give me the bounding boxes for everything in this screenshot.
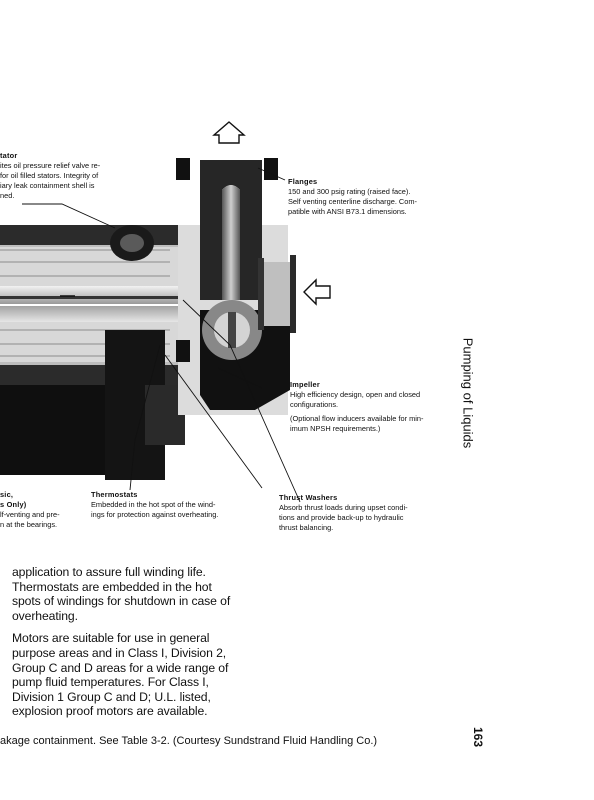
impeller-note: (Optional flow inducers available for mi…: [290, 414, 460, 434]
flanges-line: Self venting centerline discharge. Com-: [288, 197, 417, 206]
stator-title: tator: [0, 151, 18, 160]
impeller-note-line: (Optional flow inducers available for mi…: [290, 414, 424, 423]
discharge-arrow-icon: [212, 121, 246, 144]
bearings-line: n at the bearings.: [0, 520, 58, 529]
body-paragraph: application to assure full winding life.…: [12, 565, 231, 623]
flanges-line: 150 and 300 psig rating (raised face).: [288, 187, 411, 196]
callout-thermostats: Thermostats Embedded in the hot spot of …: [91, 490, 261, 520]
thermostats-title: Thermostats: [91, 490, 138, 499]
impeller-note-line: imum NPSH requirements.): [290, 424, 381, 433]
body-paragraph: Motors are suitable for use in general p…: [12, 631, 229, 719]
suction-nozzle: [258, 255, 296, 333]
thrust-washers-title: Thrust Washers: [279, 493, 338, 502]
winding-end-top: [110, 225, 154, 261]
thermostats-line: ings for protection against overheating.: [91, 510, 219, 519]
bearings-title: sic,: [0, 490, 14, 499]
running-head: Pumping of Liquids: [460, 337, 476, 449]
motor-base: [0, 330, 185, 480]
callout-stator: tator ites oil pressure relief valve re-…: [0, 151, 132, 201]
stator-line: for oil filled stators. Integrity of: [0, 171, 99, 180]
stator-line: iary leak containment shell is: [0, 181, 95, 190]
callout-flanges: Flanges 150 and 300 psig rating (raised …: [288, 177, 463, 217]
stator-line: ites oil pressure relief valve re-: [0, 161, 101, 170]
stator-line: ned.: [0, 191, 15, 200]
page-number: 163: [471, 726, 485, 748]
thrust-washers-line: thrust balancing.: [279, 523, 334, 532]
flange-blocks: [176, 158, 278, 362]
thrust-washers-line: Absorb thrust loads during upset condi-: [279, 503, 408, 512]
impeller-title: Impeller: [290, 380, 320, 389]
callout-thrust-washers: Thrust Washers Absorb thrust loads durin…: [279, 493, 454, 533]
figure-caption: akage containment. See Table 3-2. (Court…: [0, 735, 378, 747]
pump-casing: [178, 160, 290, 415]
thermostats-line: Embedded in the hot spot of the wind-: [91, 500, 216, 509]
bearings-line: lf-venting and pre-: [0, 510, 60, 519]
callout-bearings: sic, s Only) lf-venting and pre- n at th…: [0, 490, 80, 530]
body-text: application to assure full winding life.…: [12, 565, 232, 727]
bearings-title: s Only): [0, 500, 27, 509]
thrust-washers-line: tions and provide back-up to hydraulic: [279, 513, 404, 522]
impeller-line: High efficiency design, open and closed: [290, 390, 421, 399]
suction-arrow-icon: [303, 278, 331, 306]
flanges-line: patible with ANSI B73.1 dimensions.: [288, 207, 407, 216]
impeller-line: configurations.: [290, 400, 339, 409]
callout-impeller: Impeller High efficiency design, open an…: [290, 380, 460, 434]
leader-lines: [22, 167, 301, 503]
flanges-title: Flanges: [288, 177, 318, 186]
